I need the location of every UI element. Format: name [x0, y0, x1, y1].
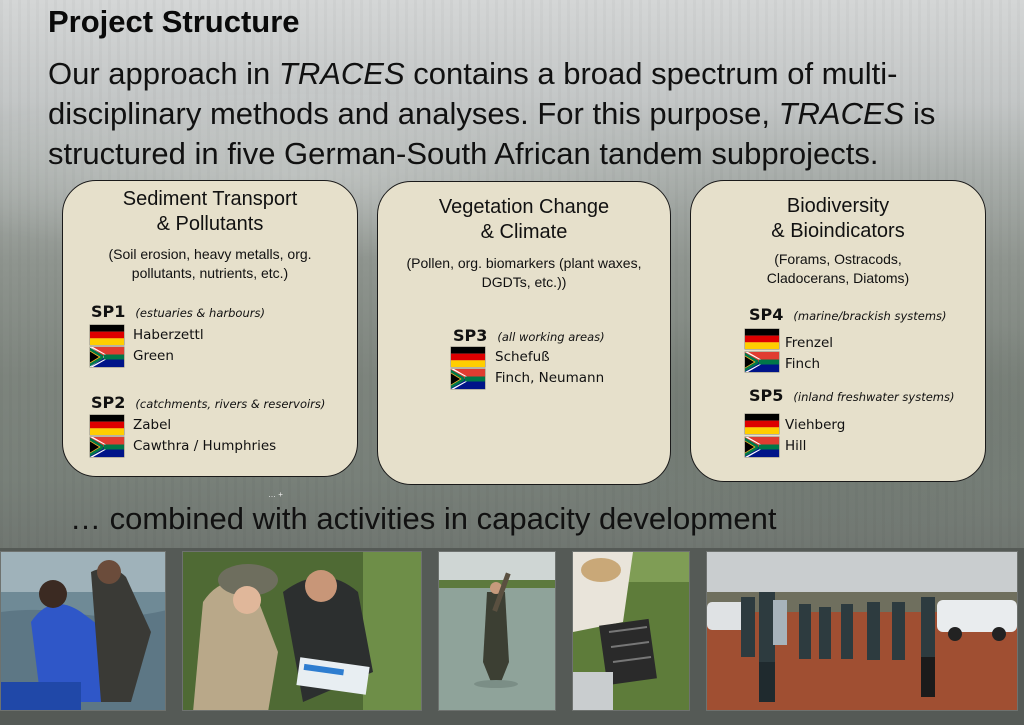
south-africa-flag-icon [90, 347, 124, 367]
box-desc-line1: (Forams, Ostracods, [774, 251, 902, 267]
german-researcher: Schefuß [495, 349, 550, 365]
photo-group-field-trip [706, 551, 1018, 711]
south-africa-flag-icon [745, 352, 779, 372]
subproject-code: SP3 [453, 326, 488, 345]
south-africa-flag-icon [745, 437, 779, 457]
south-african-researcher: Cawthra / Humphries [133, 438, 277, 454]
slide-title: Project Structure [48, 4, 300, 39]
intro-italic-traces-1: TRACES [278, 56, 405, 91]
capacity-development-text: … combined with activities in capacity d… [70, 501, 777, 536]
subproject-scope: (estuaries & harbours) [135, 306, 265, 320]
subproject-label: SP5 (inland freshwater systems) [749, 386, 954, 405]
subproject-scope: (marine/brackish systems) [793, 309, 947, 323]
germany-flag-icon [745, 329, 779, 349]
south-african-researcher: Hill [785, 438, 807, 454]
intro-part3: is structured in five German-South Afric… [48, 96, 936, 171]
subproject-code: SP5 [749, 386, 784, 405]
intro-part2: contains a broad spectrum of multi-disci… [48, 56, 898, 131]
intro-italic-traces-2: TRACES [778, 96, 905, 131]
subproject-label: SP4 (marine/brackish systems) [749, 305, 947, 324]
germany-flag-icon [90, 325, 124, 345]
german-researcher: Frenzel [785, 335, 834, 351]
subproject-scope: (all working areas) [497, 330, 605, 344]
box-title-line2: & Climate [480, 221, 568, 243]
south-african-researcher: Green [133, 348, 174, 364]
subproject-scope: (inland freshwater systems) [793, 390, 955, 404]
small-marks: … + [268, 490, 283, 499]
box-sediment-transport: Sediment Transport & Pollutants (Soil er… [62, 180, 358, 477]
photo-wading-sampling [438, 551, 556, 711]
south-africa-flag-icon [90, 437, 124, 457]
box-biodiversity: Biodiversity & Bioindicators (Forams, Os… [690, 180, 986, 482]
subproject-label: SP1 (estuaries & harbours) [91, 302, 265, 321]
germany-flag-icon [90, 415, 124, 435]
subproject-label: SP2 (catchments, rivers & reservoirs) [91, 393, 325, 412]
subproject-label: SP3 (all working areas) [453, 326, 605, 345]
subproject-code: SP1 [91, 302, 126, 321]
box-vegetation-change: Vegetation Change & Climate (Pollen, org… [377, 181, 671, 485]
subproject-scope: (catchments, rivers & reservoirs) [135, 397, 326, 411]
germany-flag-icon [745, 414, 779, 434]
intro-part1: Our approach in [48, 56, 279, 91]
intro-text: Our approach in TRACES contains a broad … [48, 54, 1008, 174]
box-title-line2: & Pollutants [156, 213, 264, 235]
subproject-code: SP2 [91, 393, 126, 412]
german-researcher: Zabel [133, 417, 172, 433]
box-desc-line2: DGDTs, etc.)) [481, 274, 567, 290]
box-title-line2: & Bioindicators [771, 220, 905, 242]
south-african-researcher: Finch [785, 356, 821, 372]
box-desc-line1: (Pollen, org. biomarkers (plant waxes, [406, 255, 642, 271]
german-researcher: Haberzettl [133, 327, 204, 343]
german-researcher: Viehberg [785, 417, 846, 433]
south-african-researcher: Finch, Neumann [495, 370, 605, 386]
germany-flag-icon [451, 347, 485, 367]
box-title-line1: Vegetation Change [438, 196, 610, 218]
box-desc-line1: (Soil erosion, heavy metalls, org. [108, 246, 312, 262]
photo-field-notes [182, 551, 422, 711]
box-desc-line2: Cladocerans, Diatoms) [766, 270, 910, 286]
subproject-code: SP4 [749, 305, 784, 324]
box-title-line1: Sediment Transport [122, 188, 298, 210]
south-africa-flag-icon [451, 369, 485, 389]
box-desc-line2: pollutants, nutrients, etc.) [131, 265, 289, 281]
photo-sieving [572, 551, 690, 711]
box-title-line1: Biodiversity [786, 195, 890, 217]
photo-water-sampling [0, 551, 166, 711]
